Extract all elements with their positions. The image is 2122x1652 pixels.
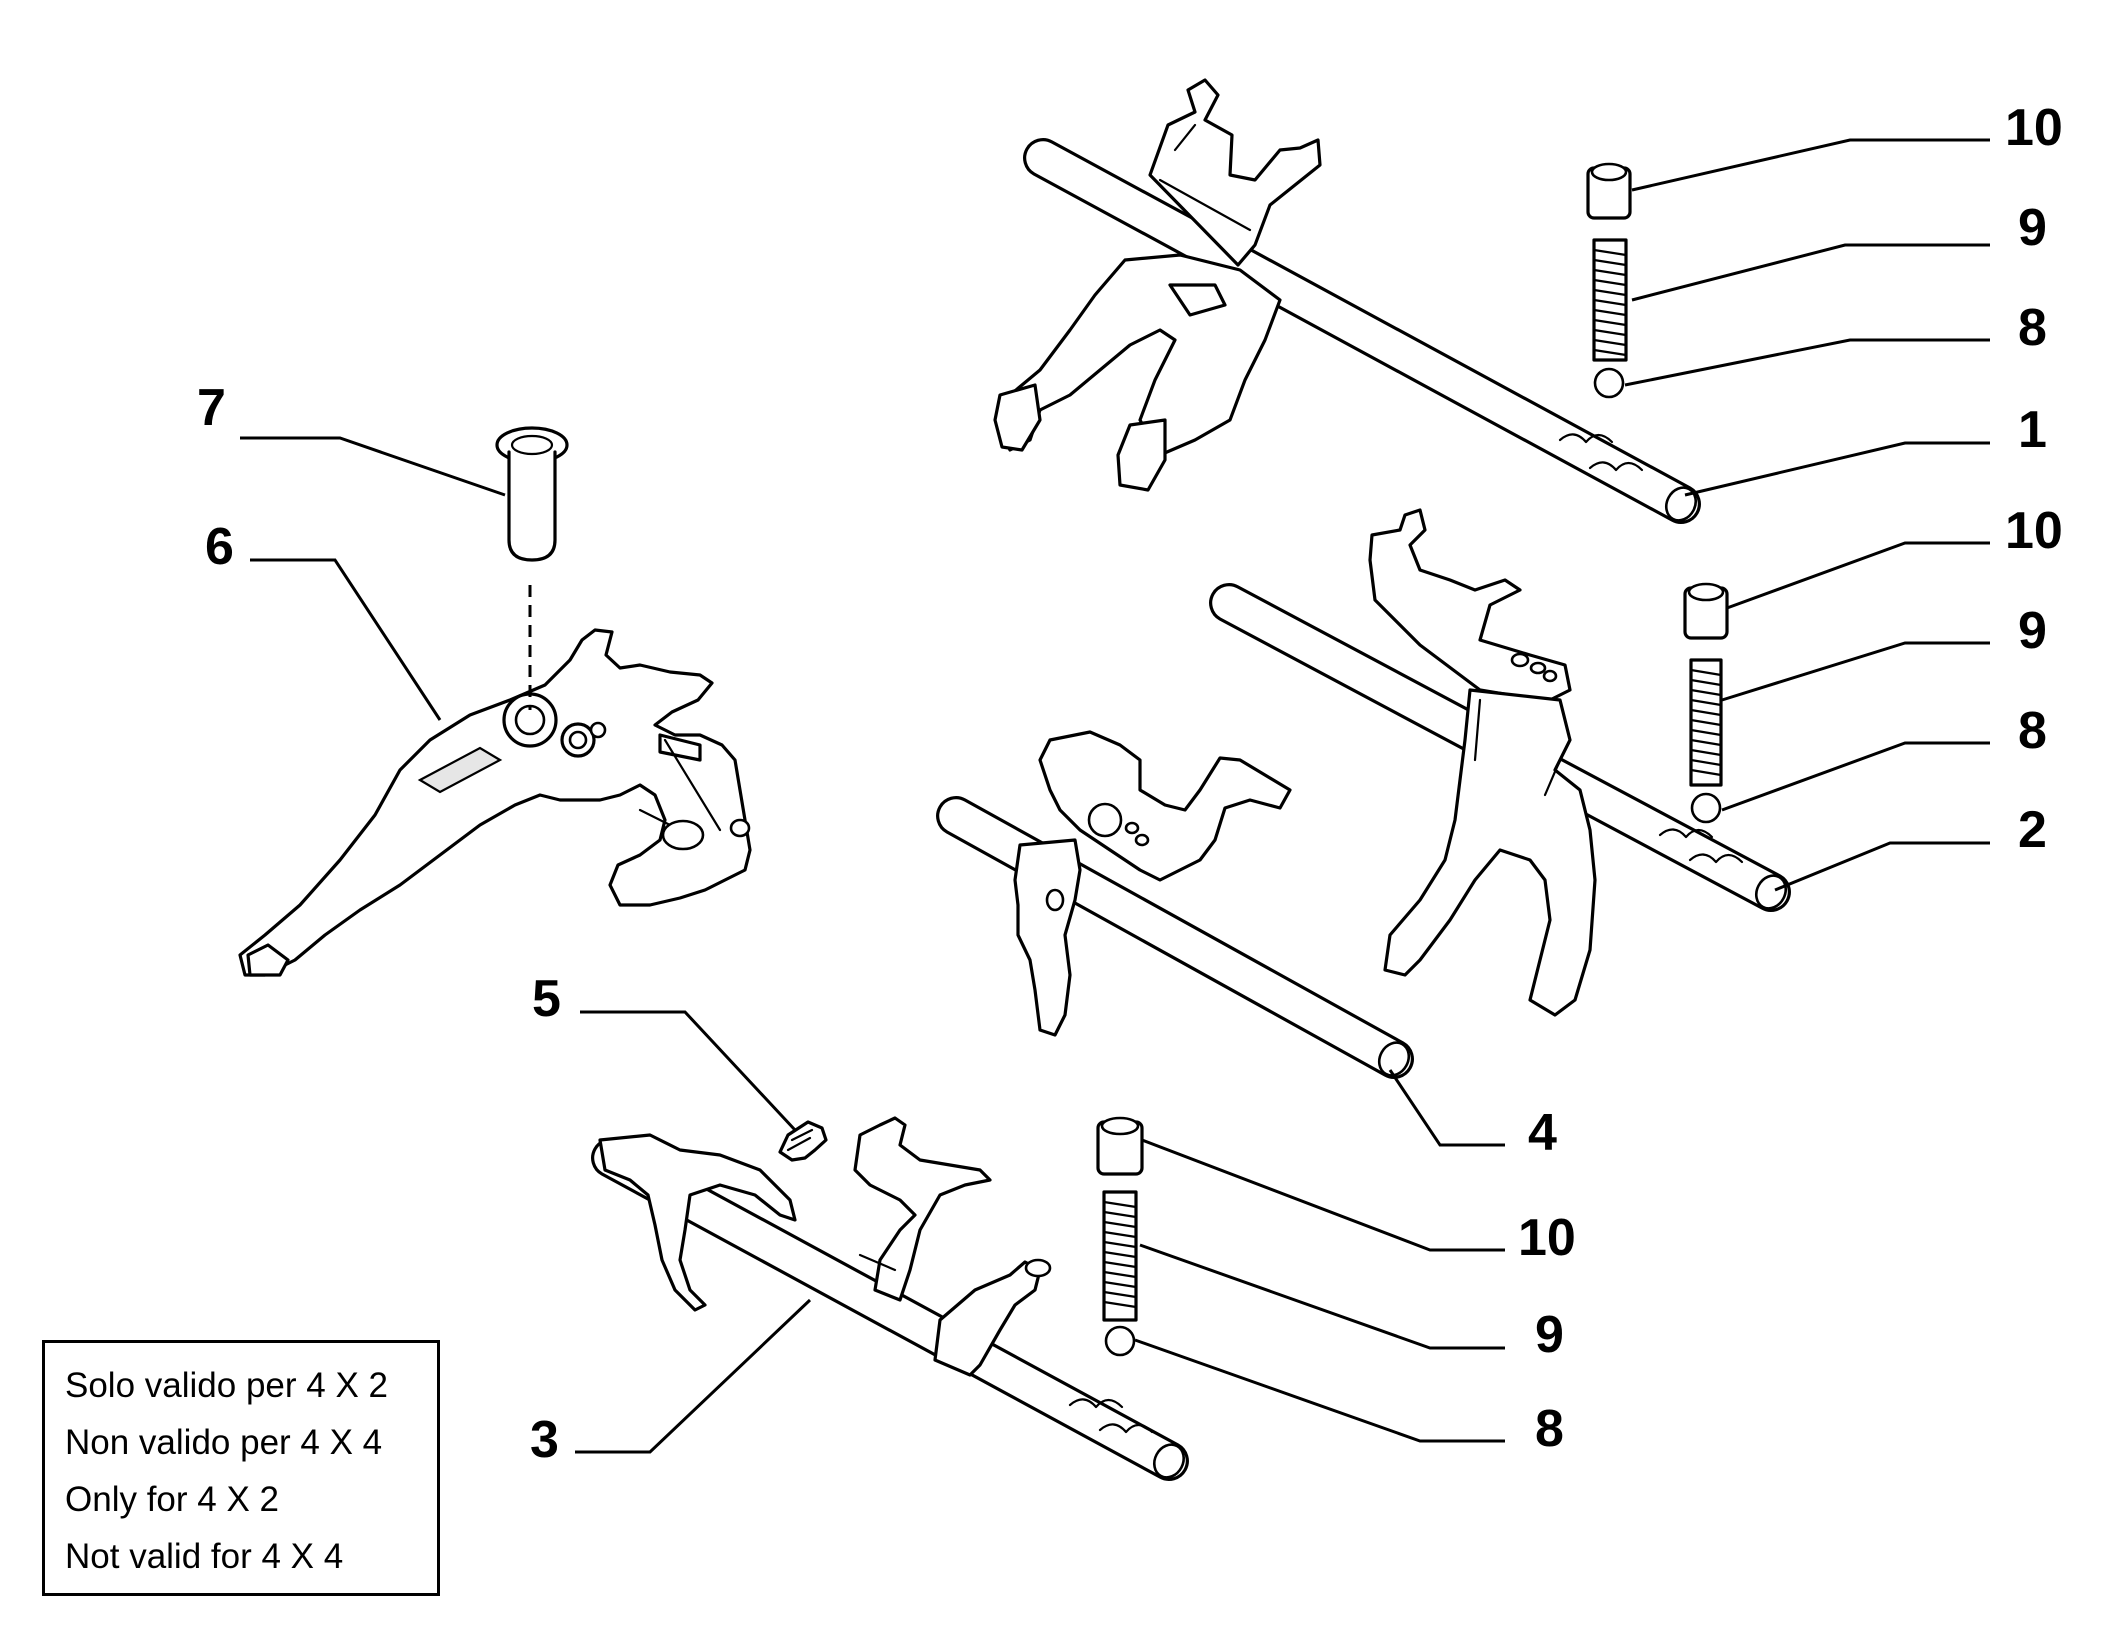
hardware-group-middle: [1683, 582, 1729, 824]
applicability-note: Solo valido per 4 X 2 Non valido per 4 X…: [42, 1340, 440, 1596]
callout-9-middle: 9: [2018, 602, 2047, 660]
callout-1: 1: [2018, 401, 2047, 459]
callout-8-bottom: 8: [1535, 1400, 1564, 1458]
note-line-3: Only for 4 X 2: [65, 1480, 279, 1519]
part-5-pin: [778, 1120, 828, 1162]
part-4-shift-rod-with-fork: [936, 730, 1414, 1079]
part-1-shift-rod-with-fork: [993, 78, 1701, 524]
part-6-selector-lever: [238, 628, 752, 977]
note-line-2: Non valido per 4 X 4: [65, 1423, 383, 1462]
part-3-shift-rod-with-fork: [591, 1116, 1189, 1481]
callout-10-middle: 10: [2005, 502, 2063, 560]
part-2-shift-rod-with-fork: [1209, 508, 1791, 1017]
hardware-group-bottom: [1096, 1116, 1144, 1357]
callout-4: 4: [1528, 1104, 1557, 1162]
callout-2: 2: [2018, 801, 2047, 859]
callout-labels: 10 9 8 1 10 9 8 2 4 10 9 8 3 5 6 7: [197, 99, 2063, 1469]
callout-8-top: 8: [2018, 299, 2047, 357]
part-7-plunger: [495, 426, 569, 562]
note-line-1: Solo valido per 4 X 2: [65, 1366, 388, 1405]
note-line-4: Not valid for 4 X 4: [65, 1537, 344, 1576]
callout-8-middle: 8: [2018, 702, 2047, 760]
callout-5: 5: [532, 970, 561, 1028]
leader-lines: [240, 138, 1990, 1454]
callout-3: 3: [530, 1411, 559, 1469]
callout-10-bottom: 10: [1518, 1209, 1576, 1267]
callout-10-top: 10: [2005, 99, 2063, 157]
callout-6: 6: [205, 518, 234, 576]
callout-9-bottom: 9: [1535, 1306, 1564, 1364]
hardware-group-top: [1586, 162, 1632, 399]
callout-7: 7: [197, 379, 226, 437]
callout-9-top: 9: [2018, 199, 2047, 257]
